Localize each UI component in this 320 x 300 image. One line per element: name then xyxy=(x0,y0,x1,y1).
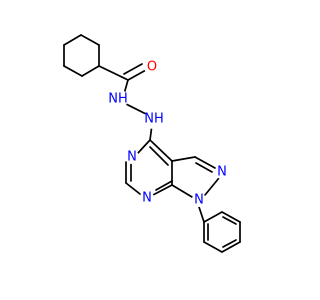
bond-line xyxy=(221,241,241,253)
atom-label-n-pyrimidine-bottom: N xyxy=(142,191,152,206)
bond-line xyxy=(80,34,100,46)
bond-line xyxy=(81,65,100,77)
atom-pyrimidine-n-top: N xyxy=(125,150,139,165)
bond-line xyxy=(195,162,213,173)
atom-label-nh-lower: NH xyxy=(144,112,164,127)
atom-oxygen: O xyxy=(144,59,160,75)
bond-line xyxy=(204,177,220,196)
bond-line xyxy=(152,184,173,196)
bond-line xyxy=(203,241,223,253)
bond-line xyxy=(194,156,216,169)
bond-line xyxy=(203,211,223,223)
bond-line xyxy=(171,156,196,162)
atom-pyrazole-n2: N xyxy=(215,165,229,180)
bond-line xyxy=(222,216,237,225)
bond-line xyxy=(98,65,129,81)
bond-line xyxy=(125,103,147,115)
atom-pyrimidine-n-bottom: N xyxy=(140,191,154,206)
bond-line xyxy=(149,146,169,166)
atom-label-o: O xyxy=(147,60,157,75)
atom-label-n-pyrazole-2: N xyxy=(217,165,227,180)
bond-line xyxy=(63,65,83,77)
bond-line xyxy=(63,34,82,46)
atom-label-n-pyrimidine-top: N xyxy=(127,150,137,165)
atom-label-nh-upper: NH xyxy=(108,92,128,107)
atom-nh-lower: NH xyxy=(144,109,164,129)
atom-label-n-pyrazole-1: N xyxy=(194,193,204,208)
atom-pyrazole-n1: N xyxy=(192,193,206,208)
bond-line xyxy=(222,239,237,248)
bond-line xyxy=(127,69,147,81)
bond-line xyxy=(198,206,205,223)
atom-label-layer: O NH NH N N N N xyxy=(108,59,229,208)
bond-line xyxy=(221,211,241,223)
bond-line xyxy=(123,63,143,75)
bond-line xyxy=(171,184,193,198)
bond-line xyxy=(137,139,151,154)
bond-line xyxy=(125,182,141,195)
bond-line xyxy=(149,139,173,162)
atom-nh-upper: NH xyxy=(108,89,128,109)
chemical-structure-diagram: O NH NH N N N N xyxy=(63,34,241,253)
bond-line xyxy=(155,180,173,191)
